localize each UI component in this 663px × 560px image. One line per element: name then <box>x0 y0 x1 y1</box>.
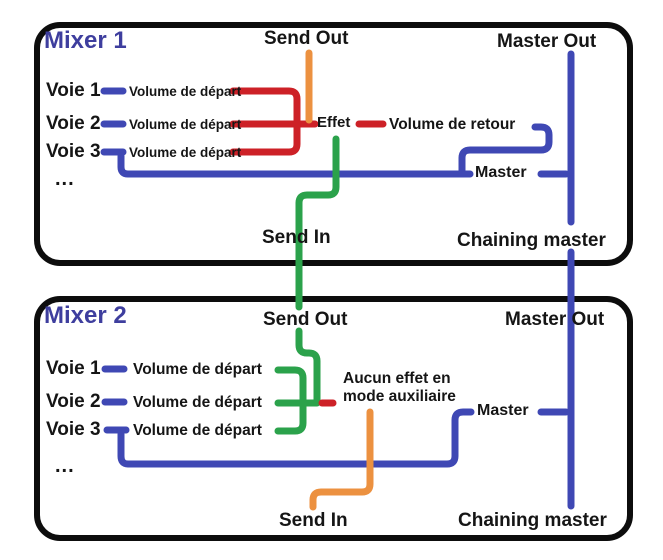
mixer1-chaining-master-label: Chaining master <box>457 230 606 251</box>
mixer2-more-channels: ... <box>55 455 75 477</box>
mixer1-voie2-volume-label: Volume de départ <box>129 117 242 132</box>
mixer2-no-effect-line2: mode auxiliaire <box>343 387 456 405</box>
mixer2-voie2-volume-label: Volume de départ <box>133 394 262 411</box>
mixer1-more-channels: ... <box>55 168 75 190</box>
mixer2-send-in-line <box>309 408 374 511</box>
mixer2-send-out-line <box>295 327 321 406</box>
mixer1-return-to-master-line <box>458 123 553 178</box>
mixer2-voie3-to-master-line <box>117 408 475 468</box>
mixer2-master-out-label: Master Out <box>505 309 605 330</box>
mixer1-voie3-label: Voie 3 <box>46 141 101 162</box>
mixer1-box <box>34 22 633 266</box>
mixer1-return-volume-label: Volume de retour <box>389 116 516 133</box>
mixer2-voie1-label: Voie 1 <box>46 358 101 379</box>
mixer1-voie2-label: Voie 2 <box>46 113 101 134</box>
mixer2-voie1-volume-label: Volume de départ <box>133 361 262 378</box>
mixer1-send-out-label: Send Out <box>264 28 349 49</box>
mixer1-voie1-label: Voie 1 <box>46 80 101 101</box>
mixer2-voie2-label: Voie 2 <box>46 391 101 412</box>
mixer2-no-effect-note: Aucun effet en mode auxiliaire <box>343 370 456 406</box>
mixer1-title: Mixer 1 <box>44 27 127 54</box>
mixer1-voie3-volume-label: Volume de départ <box>129 145 242 160</box>
effect-to-send-in-line <box>295 135 340 311</box>
mixer2-voie3-label: Voie 3 <box>46 419 101 440</box>
mixer2-no-effect-line1: Aucun effet en <box>343 370 451 387</box>
mixer2-chaining-master-label: Chaining master <box>458 510 607 531</box>
mixer2-master-label: Master <box>477 402 529 419</box>
mixer2-title: Mixer 2 <box>44 302 127 329</box>
mixer1-voie3-to-master-line <box>117 152 474 178</box>
mixer2-box <box>34 296 633 541</box>
mixer2-send-out-label: Send Out <box>263 309 348 330</box>
mixer2-send-in-label: Send In <box>279 510 348 531</box>
mixer1-master-out-label: Master Out <box>497 31 597 52</box>
mixer1-master-label: Master <box>475 164 527 181</box>
mixer1-voie1-volume-label: Volume de départ <box>129 84 242 99</box>
mixer1-effect-label: Effet <box>317 114 351 131</box>
mixer2-voie3-volume-label: Volume de départ <box>133 422 262 439</box>
mixer1-send-in-label: Send In <box>262 227 331 248</box>
